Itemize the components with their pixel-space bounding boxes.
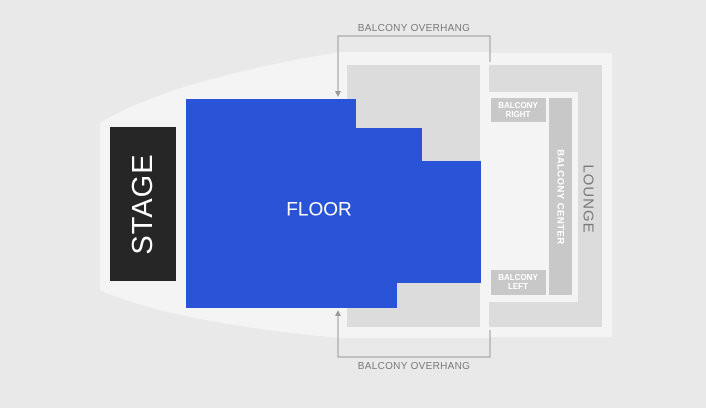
overhang-bottom-arrow-icon — [335, 310, 341, 316]
stage — [110, 127, 176, 281]
floor-section[interactable] — [186, 99, 481, 308]
balcony-left-label-line1: BALCONY — [498, 273, 538, 282]
balcony-right-section[interactable] — [491, 98, 546, 122]
overhang-top-arrow-icon — [335, 91, 341, 97]
balcony-left-section[interactable] — [491, 270, 546, 295]
overhang-top-indicator — [337, 35, 491, 95]
lounge-label: LOUNGE — [580, 164, 597, 233]
overhang-bottom-indicator — [337, 313, 491, 358]
balcony-right-label-line2: RIGHT — [506, 110, 531, 119]
balcony-center-section[interactable] — [549, 98, 572, 295]
balcony-center-label: BALCONY CENTER — [555, 149, 566, 245]
overhang-top-label: BALCONY OVERHANG — [358, 23, 470, 34]
balcony-left-label-line2: LEFT — [508, 282, 528, 291]
overhang-bottom-label: BALCONY OVERHANG — [358, 361, 470, 372]
stage-label: STAGE — [127, 153, 159, 254]
floor-label: FLOOR — [286, 200, 351, 221]
balcony-right-label-line1: BALCONY — [498, 101, 538, 110]
